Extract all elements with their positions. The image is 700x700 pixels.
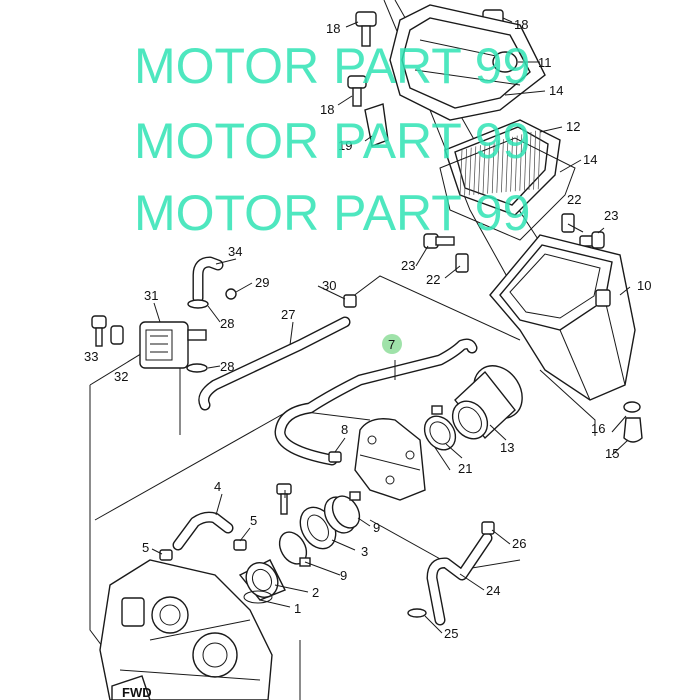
clip-22-upper [561,213,575,233]
label-14: 14 [549,83,563,98]
air-filter-element-12 [444,119,561,216]
bolt-18-left [345,11,377,47]
label-18: 18 [326,21,340,36]
throttle-body-joint-1 [238,559,286,601]
label-21: 21 [458,461,472,476]
label-12: 12 [566,119,580,134]
bolt-6 [276,483,292,515]
label-11: 11 [538,55,552,70]
label-4: 4 [214,479,221,494]
label-18: 18 [514,17,528,32]
clamp-9-upper [331,491,361,529]
engine-cylinder-head [99,559,273,700]
hose-7 [274,338,478,466]
label-30: 30 [322,278,336,293]
drain-plug-15 [623,417,643,443]
label-10: 10 [637,278,651,293]
gasket-14-lower [439,137,576,241]
clamp-16 [623,401,641,413]
engine-bracket [354,418,426,501]
label-23: 23 [604,208,618,223]
label-leaders [151,61,631,634]
label-34: 34 [228,244,242,259]
label-2: 2 [312,585,319,600]
label-31: 31 [144,288,158,303]
clip-5-right [233,539,247,551]
label-8: 8 [341,422,348,437]
bracket-19 [364,103,389,147]
label-9: 9 [340,568,347,583]
fwd-label: FWD [122,685,152,700]
label-13: 13 [500,440,514,455]
bolt-23-right [579,227,605,249]
watermark: MOTOR PART 99 MOTOR PART 99 MOTOR PART 9… [134,38,530,241]
label-28: 28 [220,359,234,374]
label-19: 19 [338,138,352,153]
hose-27 [198,316,351,411]
watermark-line: MOTOR PART 99 [134,38,530,94]
air-cleaner-cover [389,4,546,121]
joint-13 [451,365,523,440]
bolt-23-left [423,233,455,249]
hose-24 [426,532,493,626]
label-22: 22 [426,272,440,287]
label-29: 29 [255,275,269,290]
label-33: 33 [84,349,98,364]
label-28: 28 [220,316,234,331]
clip-8 [328,451,342,463]
label-14: 14 [583,152,597,167]
fwd-arrow: FWD [111,675,152,700]
grommet-11 [492,51,518,73]
clip-5-left [159,549,173,561]
bolt-33 [91,315,107,347]
label-26: 26 [512,536,526,551]
clip-28-lower [186,363,208,373]
label-16: 16 [591,421,605,436]
clip-29 [225,288,237,300]
label-23: 23 [401,258,415,273]
label-27: 27 [281,307,295,322]
hose-34 [192,256,224,304]
label-32: 32 [114,369,128,384]
label-18: 18 [320,102,334,117]
label-5: 5 [142,540,149,555]
label-25: 25 [444,626,458,641]
clip-28-upper [187,299,209,309]
label-5: 5 [250,513,257,528]
part-labels: 18 18 11 18 14 12 19 14 22 23 23 22 10 3… [84,17,651,641]
label-3: 3 [361,544,368,559]
clip-30 [343,294,357,308]
label-7: 7 [388,337,395,352]
label-24: 24 [486,583,500,598]
bolt-18-lower [337,75,367,107]
callout-marker-7: 7 [382,334,402,354]
watermark-line: MOTOR PART 99 [134,185,530,241]
hose-4 [172,511,234,551]
reed-valve-31 [139,321,207,369]
clip-25 [407,608,427,618]
clip-22-lower [455,253,469,273]
watermark-line: MOTOR PART 99 [134,113,530,169]
label-9: 9 [373,520,380,535]
air-cleaner-case-10 [489,234,636,401]
o-ring-2 [243,590,273,604]
label-15: 15 [605,446,619,461]
label-22: 22 [567,192,581,207]
label-1: 1 [294,601,301,616]
clip-26 [481,521,495,535]
collar-32 [110,325,124,345]
